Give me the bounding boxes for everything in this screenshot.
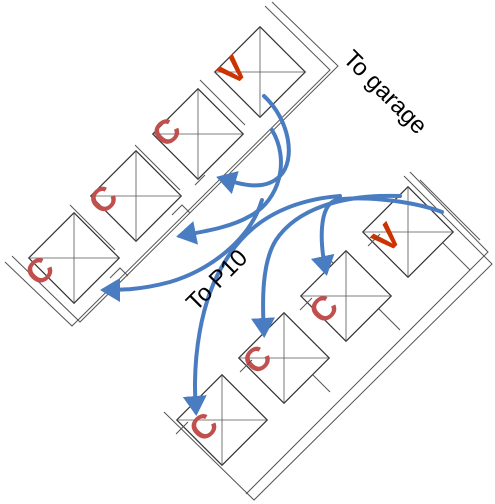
upper-station-c1: [151, 87, 245, 181]
upper-row-outer-wall: [4, 5, 331, 327]
upper-row-inner-wall: [11, 1, 339, 323]
lower-flow-arrow-3: [182, 194, 342, 416]
lower-row-inner-wall: [245, 171, 489, 495]
upper-flow-arrows: [100, 94, 291, 302]
upper-station-c3: [27, 211, 121, 305]
upper-flow-arrow-2: [176, 128, 283, 245]
lower-row: V C C C: [163, 171, 493, 501]
lower-tabs: [175, 233, 381, 435]
lower-flow-arrow-2: [251, 193, 402, 338]
lower-flow-arrows: [182, 193, 444, 416]
to-p10-label: To P10: [181, 244, 253, 316]
upper-station-v: [213, 25, 307, 119]
upper-tabs: [109, 174, 206, 279]
to-garage-label: To garage: [338, 45, 433, 140]
lower-row-outer-wall: [163, 175, 493, 501]
upper-row: V C C C: [4, 1, 339, 327]
upper-station-c2: [89, 149, 183, 243]
upper-row-side-rail: [69, 79, 246, 251]
upper-flow-arrow-3: [100, 198, 264, 302]
